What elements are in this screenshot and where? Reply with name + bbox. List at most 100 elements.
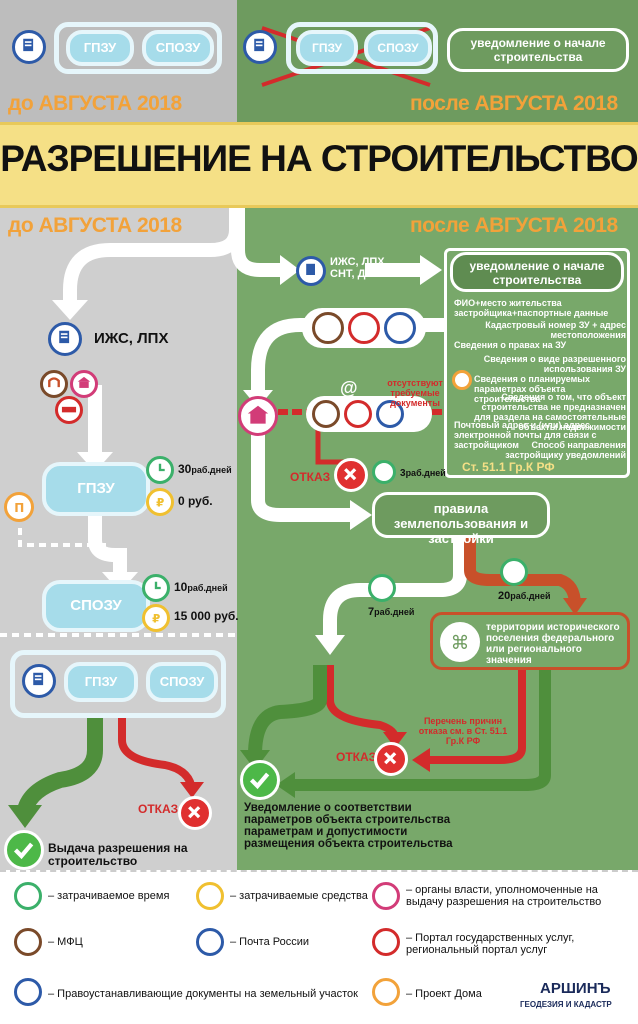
russian-post-icon (196, 928, 224, 956)
left-bottom-spozu: СПОЗУ (146, 662, 218, 702)
law-reference: Ст. 51.1 Гр.К РФ (462, 460, 555, 474)
clock-icon (146, 456, 174, 484)
reject-icon (178, 796, 212, 830)
gosuslugi-icon (348, 312, 380, 344)
brand-subtitle: ГЕОДЕЗИЯ И КАДАСТР (520, 1000, 612, 1009)
right-types-label: ИЖС, ЛПХ СНТ, ДНП (330, 256, 385, 280)
brand-logo: АРШИНЪ (540, 980, 611, 997)
after-label: после АВГУСТА 2018 (410, 92, 618, 115)
clock-icon (500, 558, 528, 586)
before-label-2: до АВГУСТА 2018 (8, 214, 182, 237)
gpzu-time: 30раб.дней (178, 462, 232, 476)
documents-icon (12, 30, 46, 64)
notice-item-5: Сведения о планируемых параметрах объект… (474, 374, 590, 404)
header-gpzu-crossed: ГПЗУ (296, 30, 358, 66)
right-reject-label: ОТКАЗ (290, 470, 331, 484)
left-gpzu-node: ГПЗУ (42, 462, 150, 516)
left-reject-label: ОТКАЗ (138, 802, 179, 816)
notice-item-6: Сведения о том, что объект строительства… (474, 392, 626, 432)
reject-days: 3раб.дней (400, 468, 446, 479)
svg-text:П: П (14, 501, 24, 515)
spozu-time: 10раб.дней (174, 580, 228, 594)
legend-time: – затрачиваемое время (48, 890, 170, 902)
header-notice-pill: уведомление о начале строительства (447, 28, 629, 72)
legend (0, 870, 638, 1024)
ruble-icon: ₽ (142, 604, 170, 632)
approve-check-icon (4, 830, 44, 870)
svg-text:₽: ₽ (156, 496, 164, 510)
right-reject-2-label: ОТКАЗ (336, 750, 377, 764)
notice-title: уведомление о начале строительства (450, 252, 624, 292)
left-ijs-label: ИЖС, ЛПХ (94, 330, 169, 347)
after-label-2: после АВГУСТА 2018 (410, 214, 618, 237)
missing-docs-label: отсутствуют требуемые документы (387, 378, 443, 408)
left-spozu-node: СПОЗУ (42, 580, 150, 632)
title-banner (0, 122, 638, 208)
ruble-icon: ₽ (146, 488, 174, 516)
rules-node: правила землепользования и застройки (372, 492, 550, 546)
approve-check-icon (240, 760, 280, 800)
notice-item-8: Способ направления застройщику уведомлен… (505, 440, 626, 460)
notice-item-4: Сведения о виде разрешенного использован… (483, 354, 626, 374)
notice-item-7: Почтовый адрес и (или) адрес электронной… (454, 420, 597, 450)
mfc-icon (14, 928, 42, 956)
header-left-frame (54, 22, 222, 74)
gosuslugi-icon (55, 396, 83, 424)
gosuslugi-icon (344, 400, 372, 428)
documents-icon (22, 664, 56, 698)
notice-item-1: ФИО+место жительства застройщика+паспорт… (454, 298, 609, 318)
spozu-cost: 15 000 руб. (174, 609, 239, 623)
authority-icon (372, 882, 400, 910)
page-title: РАЗРЕШЕНИЕ НА СТРОИТЕЛЬСТВО (0, 138, 638, 179)
documents-icon (296, 256, 326, 286)
reasons-label: Перечень причин отказа см. в Ст. 51.1 Гр… (418, 716, 508, 746)
before-label: до АВГУСТА 2018 (8, 92, 182, 115)
email-at-symbol: @ (340, 378, 358, 398)
header-spozu-pill: СПОЗУ (142, 30, 214, 66)
legend-mfc: – МФЦ (48, 936, 83, 948)
gpzu-cost: 0 руб. (178, 494, 213, 508)
header-spozu-crossed: СПОЗУ (364, 30, 432, 66)
header-right-frame (286, 22, 438, 74)
mfc-icon (312, 312, 344, 344)
reject-icon (374, 742, 408, 776)
notice-item-3: Сведения о правах на ЗУ (454, 340, 567, 350)
documents-icon (14, 978, 42, 1006)
documents-icon (243, 30, 277, 64)
russian-post-icon (384, 312, 416, 344)
gosuslugi-icon (372, 928, 400, 956)
legend-money: – затрачиваемые средства (230, 890, 368, 902)
legend-portal: – Портал государственных услуг, регионал… (406, 932, 575, 956)
mfc-icon (40, 370, 68, 398)
flow-arrows (0, 26, 587, 828)
left-bottom-gpzu: ГПЗУ (64, 662, 138, 702)
legend-docs: – Правоустанавливающие документы на земе… (48, 988, 358, 1000)
left-bottom-frame (10, 650, 226, 718)
svg-text:₽: ₽ (152, 612, 160, 626)
reject-icon (334, 458, 368, 492)
project-icon: П (4, 492, 34, 522)
documents-icon (48, 322, 82, 356)
clock-icon (368, 574, 396, 602)
clock-icon (372, 460, 396, 484)
clock-icon (142, 574, 170, 602)
project-icon (372, 978, 400, 1006)
ruble-icon (196, 882, 224, 910)
svg-text:⌘: ⌘ (451, 633, 470, 654)
days-20: 20раб.дней (498, 590, 551, 602)
authority-icon (70, 370, 98, 398)
days-7: 7раб.дней (368, 606, 415, 618)
historic-label: территории исторического поселения федер… (486, 622, 620, 666)
result-label: Уведомление о соответствии параметров об… (244, 802, 453, 850)
left-issue-label: Выдача разрешения на строительство (48, 841, 188, 868)
russian-post-icon (376, 400, 404, 428)
legend-project: – Проект Дома (406, 988, 482, 1000)
legend-authority: – органы власти, уполномоченные на выдач… (406, 884, 602, 908)
authority-icon (238, 396, 278, 436)
legend-post: – Почта России (230, 936, 310, 948)
header-gpzu-pill: ГПЗУ (66, 30, 134, 66)
heritage-symbol-icon: ⌘ (440, 622, 480, 662)
notice-item-2: Кадастровый номер ЗУ + адрес местоположе… (485, 320, 626, 340)
project-icon (452, 370, 472, 390)
mfc-icon (312, 400, 340, 428)
